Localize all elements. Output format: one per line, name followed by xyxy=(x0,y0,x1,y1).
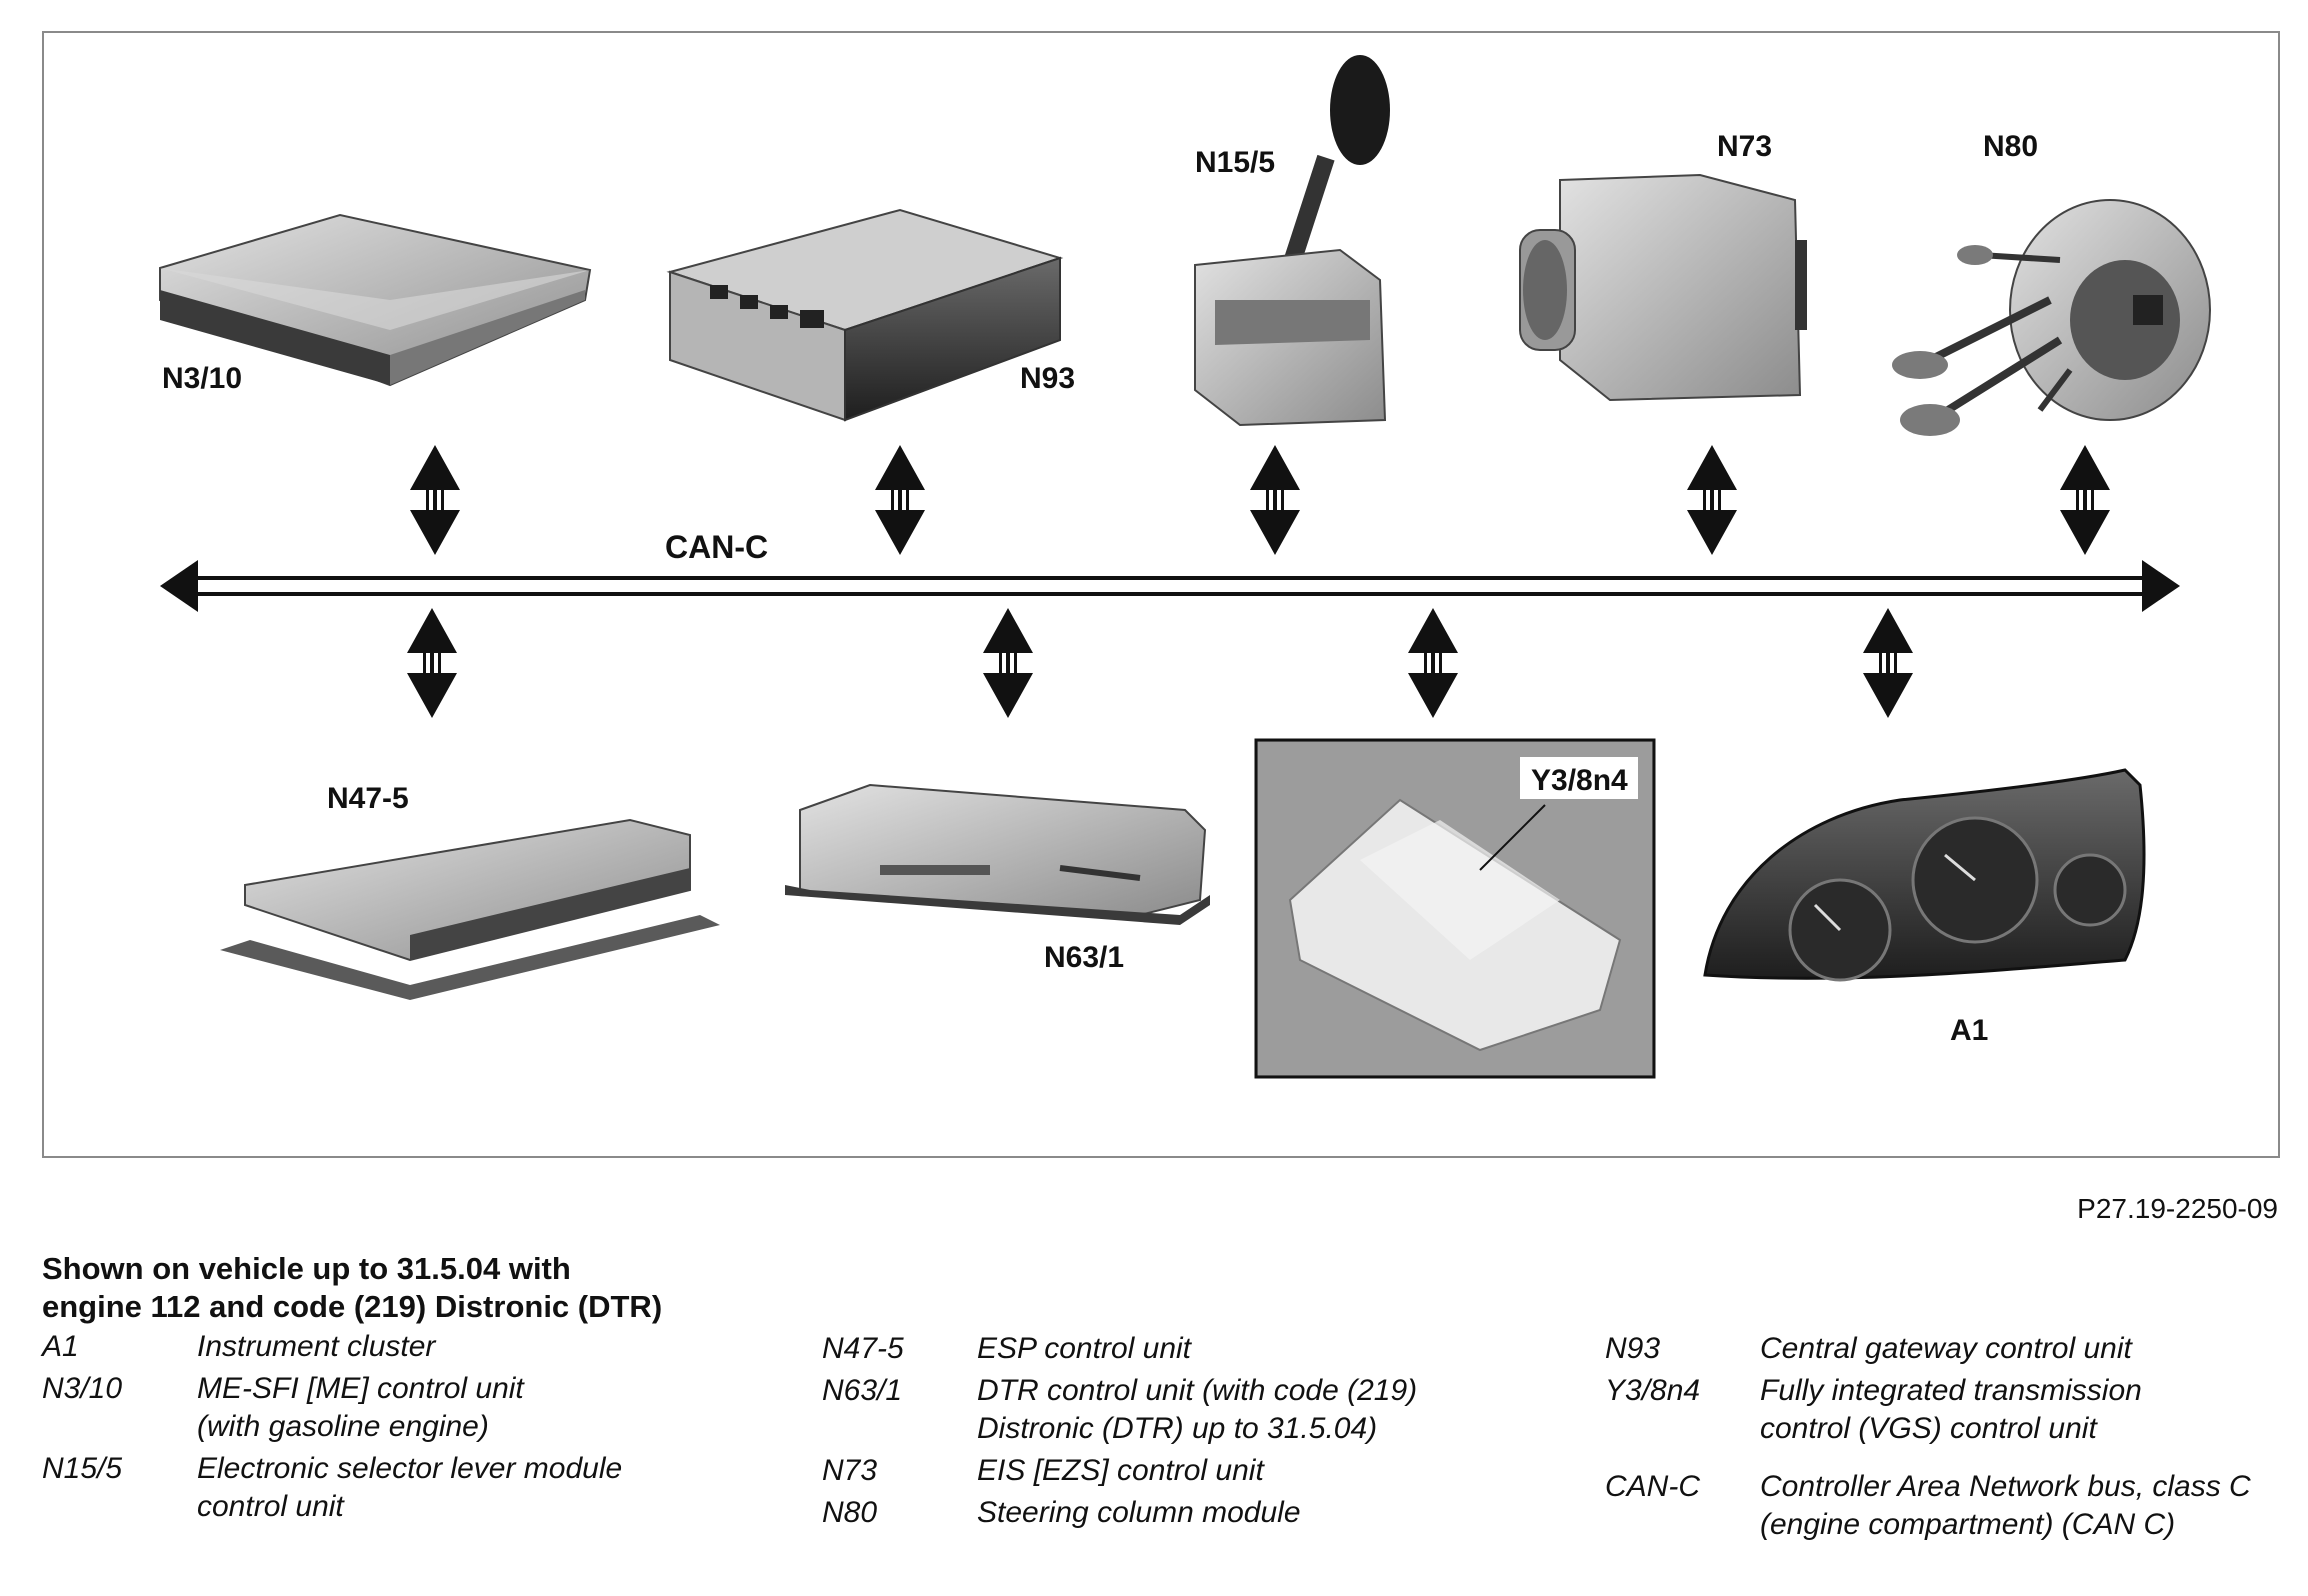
legend-item: A1 Instrument cluster xyxy=(42,1328,717,1366)
n93-gateway-image xyxy=(666,208,1064,422)
legend-description: DTR control unit (with code (219) Distro… xyxy=(977,1374,1418,1445)
diagram-caption: Shown on vehicle up to 31.5.04 with engi… xyxy=(42,1250,942,1326)
bus-label: CAN-C xyxy=(665,529,768,565)
bus-arrow-right-icon xyxy=(2142,560,2180,612)
a1-instrument-cluster-image xyxy=(1703,768,2146,982)
legend-description: ME-SFI [ME] control unit (with gasoline … xyxy=(197,1372,524,1443)
label-y3-8n4: Y3/8n4 xyxy=(1531,764,1628,797)
double-arrow-icon xyxy=(2060,445,2110,555)
can-c-bus: CAN-C xyxy=(160,529,2180,612)
legend-description: Steering column module xyxy=(977,1496,1301,1529)
label-n63-1: N63/1 xyxy=(1044,941,1124,974)
legend-description: Instrument cluster xyxy=(197,1330,436,1363)
double-arrow-icon xyxy=(1408,608,1458,718)
legend-code: Y3/8n4 xyxy=(1605,1374,1701,1407)
double-arrow-icon xyxy=(1687,445,1737,555)
label-n73: N73 xyxy=(1717,130,1772,163)
legend-item: CAN-C Controller Area Network bus, class… xyxy=(1605,1468,2290,1544)
legend-description: Central gateway control unit xyxy=(1760,1332,2132,1365)
legend-description: Controller Area Network bus, class C (en… xyxy=(1760,1470,2251,1541)
legend-item: N47-5 ESP control unit xyxy=(822,1330,1497,1368)
double-arrow-icon xyxy=(1863,608,1913,718)
legend-item: N80 Steering column module xyxy=(822,1494,1497,1532)
legend-code: CAN-C xyxy=(1605,1470,1700,1503)
legend-description: Electronic selector lever module control… xyxy=(197,1452,623,1523)
label-a1: A1 xyxy=(1950,1014,1988,1047)
legend-description: Fully integrated transmission control (V… xyxy=(1760,1374,2142,1445)
label-n47-5: N47-5 xyxy=(327,782,409,815)
legend-code: N47-5 xyxy=(822,1332,904,1365)
legend-code: N80 xyxy=(822,1496,878,1529)
legend-column-1: A1 Instrument cluster N3/10 ME-SFI [ME] … xyxy=(42,1328,717,1530)
label-n80: N80 xyxy=(1983,130,2038,163)
label-n93: N93 xyxy=(1020,362,1075,395)
n3-10-control-unit-image xyxy=(159,213,592,387)
caption-line: Shown on vehicle up to 31.5.04 with xyxy=(42,1251,571,1286)
double-arrow-icon xyxy=(875,445,925,555)
legend-code: N3/10 xyxy=(42,1372,123,1405)
label-n3-10: N3/10 xyxy=(162,362,242,395)
legend-item: N15/5 Electronic selector lever module c… xyxy=(42,1450,717,1526)
legend-code: N15/5 xyxy=(42,1452,123,1485)
bus-arrow-left-icon xyxy=(160,560,198,612)
legend-item: N93 Central gateway control unit xyxy=(1605,1330,2290,1368)
caption-line: engine 112 and code (219) Distronic (DTR… xyxy=(42,1289,663,1324)
legend-code: N93 xyxy=(1605,1332,1661,1365)
legend-column-2: N47-5 ESP control unit N63/1 DTR control… xyxy=(822,1330,1497,1536)
legend-description: ESP control unit xyxy=(977,1332,1191,1365)
can-bus-diagram: CAN-C N3/10 N93 N15/5 xyxy=(159,55,2211,1079)
gauge-icon xyxy=(2053,853,2127,927)
legend-item: Y3/8n4 Fully integrated transmission con… xyxy=(1605,1372,2290,1448)
diagram-frame xyxy=(42,31,2280,1158)
double-arrow-icon xyxy=(410,445,460,555)
n15-5-selector-lever-image xyxy=(1194,55,1390,427)
n80-steering-column-module-image xyxy=(1892,199,2211,436)
legend-item: N3/10 ME-SFI [ME] control unit (with gas… xyxy=(42,1370,717,1446)
label-n15-5: N15/5 xyxy=(1195,146,1275,179)
n73-eis-image xyxy=(1519,173,1807,402)
legend-item: N63/1 DTR control unit (with code (219) … xyxy=(822,1372,1497,1448)
legend-item: N73 EIS [EZS] control unit xyxy=(822,1452,1497,1490)
legend-description: EIS [EZS] control unit xyxy=(977,1454,1264,1487)
n63-1-dtr-image xyxy=(785,783,1210,925)
legend-column-3: N93 Central gateway control unit Y3/8n4 … xyxy=(1605,1330,2290,1548)
n47-5-esp-image xyxy=(220,818,720,1000)
legend-code: A1 xyxy=(42,1330,79,1363)
double-arrow-icon xyxy=(983,608,1033,718)
double-arrow-icon xyxy=(407,608,457,718)
figure-code: P27.19-2250-09 xyxy=(2077,1193,2278,1224)
double-arrow-icon xyxy=(1250,445,1300,555)
legend-code: N73 xyxy=(822,1454,878,1487)
y3-8n4-vgs-image xyxy=(1254,738,1656,1079)
legend-code: N63/1 xyxy=(822,1374,903,1407)
